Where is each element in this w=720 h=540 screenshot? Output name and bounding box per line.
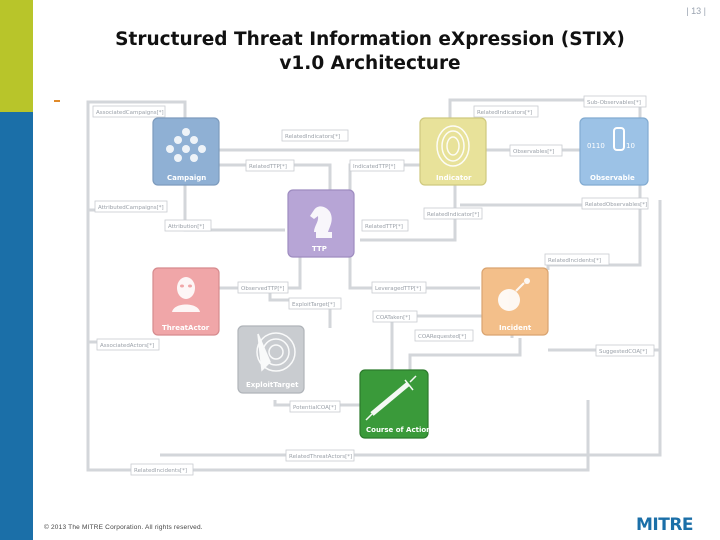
masked-figure-icon bbox=[172, 277, 200, 312]
svg-text:PotentialCOA[*]: PotentialCOA[*] bbox=[293, 405, 336, 411]
mitre-logo: MITRE bbox=[636, 515, 694, 532]
label-leveraged-ttp: LeveragedTTP[*] bbox=[371, 281, 427, 294]
label-observables: Observables[*] bbox=[509, 144, 563, 157]
target-radar-icon bbox=[256, 332, 296, 372]
bomb-icon bbox=[498, 278, 530, 311]
svg-text:RelatedIndicators[*]: RelatedIndicators[*] bbox=[285, 134, 340, 140]
svg-text:IndicatedTTP[*]: IndicatedTTP[*] bbox=[353, 164, 396, 170]
label-observed-ttp: ObservedTTP[*] bbox=[237, 281, 289, 294]
svg-text:Sub-Observables[*]: Sub-Observables[*] bbox=[587, 100, 641, 106]
svg-text:ExploitTarget[*]: ExploitTarget[*] bbox=[292, 302, 335, 308]
svg-text:COATaken[*]: COATaken[*] bbox=[376, 315, 410, 321]
node-ttp[interactable]: TTP bbox=[287, 189, 355, 258]
svg-text:RelatedIndicators[*]: RelatedIndicators[*] bbox=[477, 110, 532, 116]
label-indicated-ttp: IndicatedTTP[*] bbox=[349, 159, 405, 172]
label-related-incidents-bottom: RelatedIncidents[*] bbox=[130, 463, 194, 476]
slide-title: Structured Threat Information eXpression… bbox=[115, 29, 625, 50]
svg-text:Indicator: Indicator bbox=[436, 174, 472, 182]
label-related-incidents: RelatedIncidents[*] bbox=[544, 253, 610, 266]
people-group-icon bbox=[166, 128, 206, 162]
slide-subtitle: v1.0 Architecture bbox=[279, 53, 461, 74]
svg-text:RelatedIncidents[*]: RelatedIncidents[*] bbox=[134, 468, 187, 474]
svg-text:ExploitTarget: ExploitTarget bbox=[246, 381, 299, 389]
svg-text:AssociatedCampaigns[*]: AssociatedCampaigns[*] bbox=[96, 110, 164, 116]
svg-text:RelatedIncidents[*]: RelatedIncidents[*] bbox=[548, 258, 601, 264]
accent-bar-top bbox=[0, 0, 33, 112]
node-threat-actor[interactable]: ThreatActor bbox=[152, 267, 220, 336]
label-attributed-campaigns: AttributedCampaigns[*] bbox=[94, 200, 168, 213]
svg-text:COARequested[*]: COARequested[*] bbox=[418, 334, 466, 340]
svg-text:ThreatActor: ThreatActor bbox=[162, 324, 210, 332]
node-incident[interactable]: Incident bbox=[481, 267, 549, 336]
svg-text:Incident: Incident bbox=[499, 324, 532, 332]
page-number: | 13 | bbox=[686, 6, 706, 16]
label-related-threat-actors: RelatedThreatActors[*] bbox=[285, 449, 355, 462]
chess-knight-icon bbox=[310, 206, 332, 238]
svg-text:RelatedThreatActors[*]: RelatedThreatActors[*] bbox=[289, 454, 352, 460]
svg-text:Observables[*]: Observables[*] bbox=[513, 149, 554, 155]
svg-text:Attribution[*]: Attribution[*] bbox=[168, 224, 204, 230]
svg-text:MITRE: MITRE bbox=[636, 515, 693, 532]
svg-text:ObservedTTP[*]: ObservedTTP[*] bbox=[241, 286, 284, 292]
binary-magnifier-icon: 0110 10 bbox=[587, 127, 635, 151]
svg-text:10: 10 bbox=[626, 142, 635, 150]
copyright-footer: © 2013 The MITRE Corporation. All rights… bbox=[44, 524, 203, 531]
svg-text:SuggestedCOA[*]: SuggestedCOA[*] bbox=[599, 349, 647, 355]
node-exploit-target[interactable]: ExploitTarget bbox=[237, 325, 305, 394]
label-related-indicators-top: RelatedIndicators[*] bbox=[281, 129, 349, 142]
label-sub-observables: Sub-Observables[*] bbox=[583, 95, 647, 108]
svg-text:RelatedTTP[*]: RelatedTTP[*] bbox=[249, 164, 287, 170]
label-attribution: Attribution[*] bbox=[164, 219, 212, 232]
label-related-indicators-mid: RelatedIndicators[*] bbox=[473, 105, 539, 118]
svg-text:AssociatedActors[*]: AssociatedActors[*] bbox=[100, 343, 154, 349]
syringe-icon bbox=[365, 375, 417, 421]
svg-text:RelatedTTP[*]: RelatedTTP[*] bbox=[365, 224, 403, 230]
svg-text:RelatedObservables[*]: RelatedObservables[*] bbox=[585, 202, 647, 208]
svg-text:LeveragedTTP[*]: LeveragedTTP[*] bbox=[375, 286, 421, 292]
label-coa-requested: COARequested[*] bbox=[414, 329, 474, 342]
svg-text:Course of Action: Course of Action bbox=[366, 426, 431, 434]
label-potential-coa: PotentialCOA[*] bbox=[289, 400, 341, 413]
node-course-of-action[interactable]: Course of Action bbox=[359, 369, 431, 439]
svg-text:AttributedCampaigns[*]: AttributedCampaigns[*] bbox=[98, 205, 164, 211]
node-indicator[interactable]: Indicator bbox=[419, 117, 487, 186]
svg-text:0110: 0110 bbox=[587, 142, 605, 150]
svg-text:RelatedIndicator[*]: RelatedIndicator[*] bbox=[427, 212, 479, 218]
fingerprint-icon bbox=[436, 125, 470, 167]
label-exploit-target: ExploitTarget[*] bbox=[288, 297, 342, 310]
label-coa-taken: COATaken[*] bbox=[372, 310, 418, 323]
label-related-observables: RelatedObservables[*] bbox=[581, 197, 649, 210]
label-related-ttp-1: RelatedTTP[*] bbox=[245, 159, 295, 172]
label-associated-campaigns: AssociatedCampaigns[*] bbox=[92, 105, 166, 118]
node-observable[interactable]: 0110 10 Observable bbox=[579, 117, 649, 186]
label-associated-actors: AssociatedActors[*] bbox=[96, 338, 160, 351]
label-related-indicator-low: RelatedIndicator[*] bbox=[423, 207, 483, 220]
node-campaign[interactable]: Campaign bbox=[152, 117, 220, 186]
label-suggested-coa: SuggestedCOA[*] bbox=[595, 344, 655, 357]
accent-bar-bottom bbox=[0, 112, 33, 540]
svg-text:Campaign: Campaign bbox=[167, 174, 206, 182]
svg-text:Observable: Observable bbox=[590, 174, 635, 182]
bullet-dash bbox=[54, 100, 60, 102]
label-related-ttp-2: RelatedTTP[*] bbox=[361, 219, 409, 232]
svg-text:TTP: TTP bbox=[312, 245, 327, 253]
